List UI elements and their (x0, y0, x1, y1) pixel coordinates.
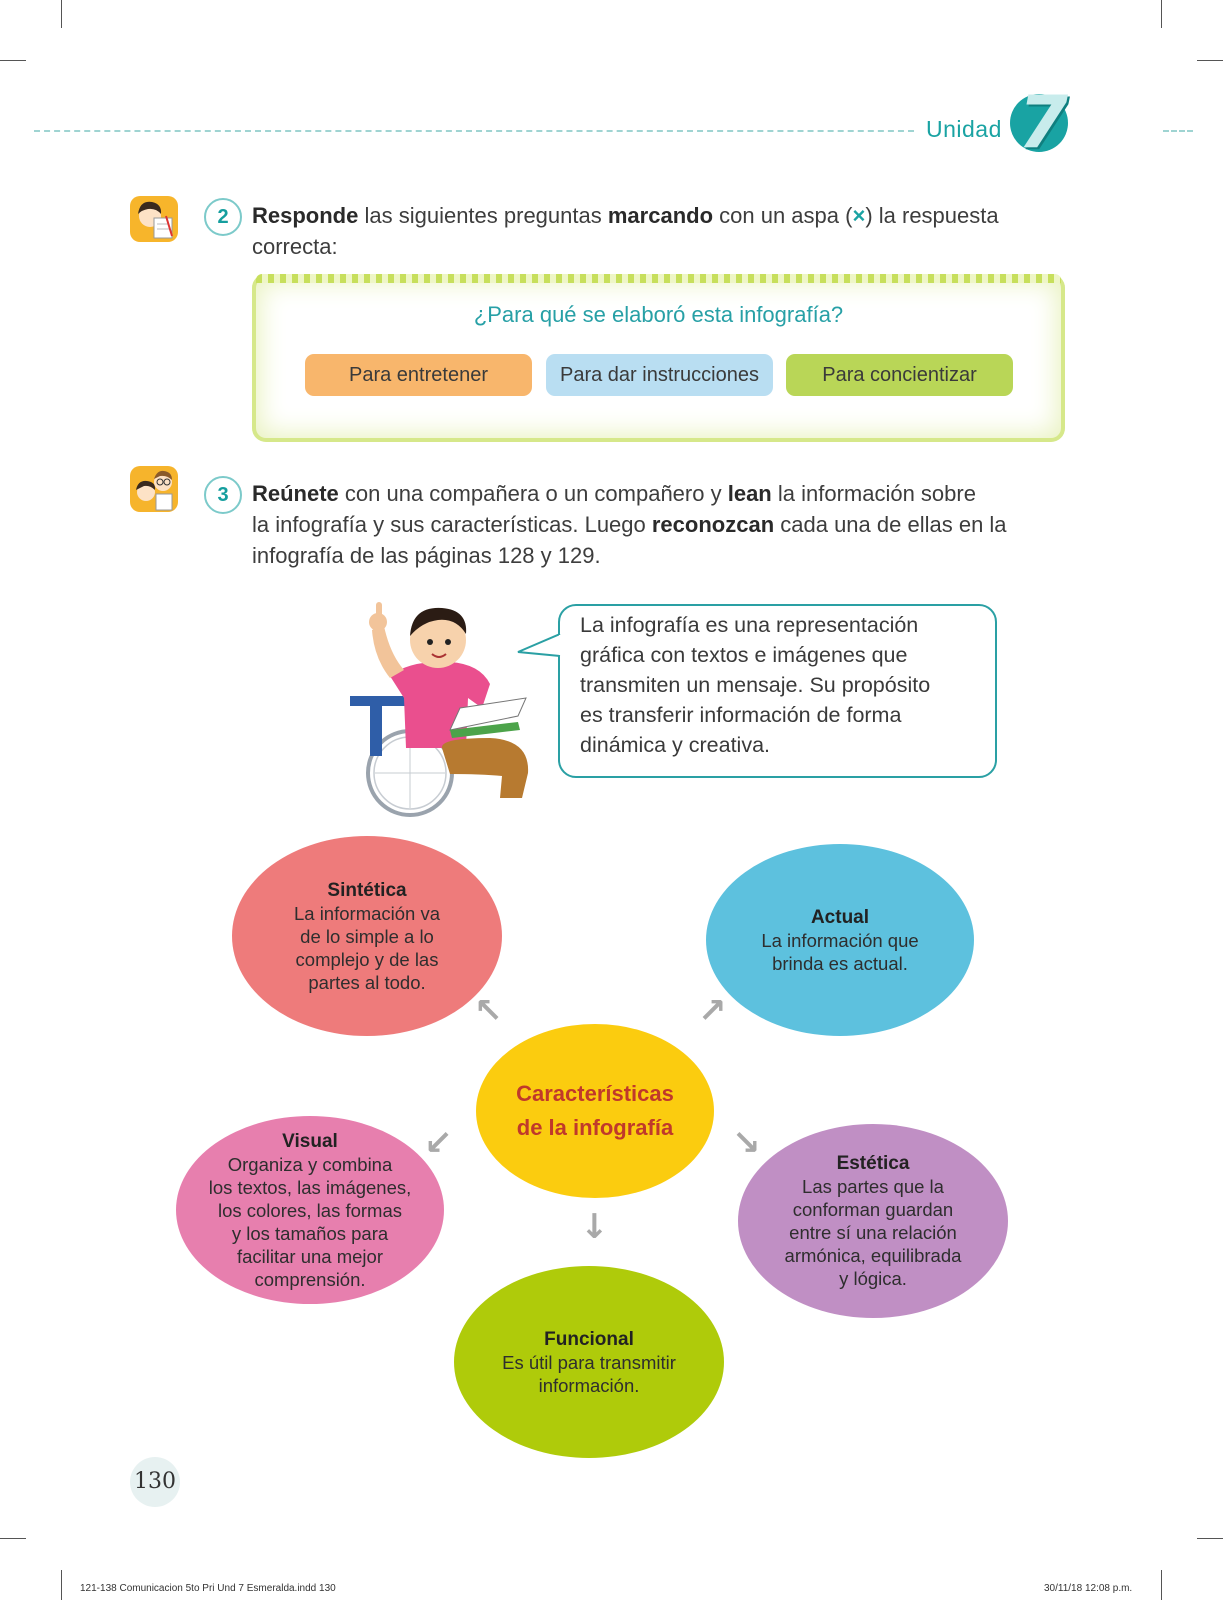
arrow-up-right-icon: ↗ (698, 991, 727, 1031)
option-concientizar[interactable]: Para concientizar (786, 354, 1013, 396)
option-entretener[interactable]: Para entretener (305, 354, 532, 396)
crop-mark (1161, 1570, 1162, 1600)
cross-mark-icon: × (852, 203, 866, 228)
crop-mark (1197, 1538, 1223, 1539)
activity-number: 3 (204, 476, 242, 514)
header-dashed-line (34, 130, 914, 132)
ellipse-caracteristicas: Características de la infografía (476, 1024, 714, 1198)
arrow-right-icon: ↘ (732, 1123, 761, 1163)
activity-number: 2 (204, 198, 242, 236)
arrow-down-icon: ↓ (580, 1207, 609, 1247)
footer-file-info: 121-138 Comunicacion 5to Pri Und 7 Esmer… (80, 1583, 336, 1594)
speech-bubble (558, 604, 997, 778)
ellipse-funcional: Funcional Es útil para transmitir inform… (454, 1266, 724, 1458)
arrow-up-left-icon: ↖ (474, 991, 503, 1031)
footer-timestamp: 30/11/18 12:08 p.m. (1044, 1583, 1133, 1594)
activity-2-instruction: Responde las siguientes preguntas marcan… (252, 203, 999, 259)
pair-work-icon (130, 466, 178, 512)
unit-number: 7 (1018, 80, 1069, 164)
ellipse-sintetica: Sintética La información va de lo simple… (232, 836, 502, 1036)
individual-work-icon (130, 196, 178, 242)
option-instrucciones[interactable]: Para dar instrucciones (546, 354, 773, 396)
ellipse-visual: Visual Organiza y combina los textos, la… (176, 1116, 444, 1304)
crop-mark (61, 0, 62, 28)
header-dashed-line (1163, 130, 1193, 132)
unit-badge (1010, 94, 1068, 152)
ellipse-estetica: Estética Las partes que la conforman gua… (738, 1124, 1008, 1318)
unit-label: Unidad (926, 116, 1002, 142)
question-title: ¿Para qué se elaboró esta infografía? (473, 302, 844, 327)
crop-mark (1161, 0, 1162, 28)
question-box-spiral (256, 274, 1061, 283)
page-number: 130 (130, 1457, 180, 1507)
crop-mark (1197, 60, 1223, 61)
arrow-left-icon: ↙ (424, 1123, 453, 1163)
bubble-text: La infografía es una representación gráf… (580, 613, 931, 757)
crop-mark (0, 1538, 26, 1539)
crop-mark (61, 1570, 62, 1600)
activity-3-instruction: Reúnete con una compañera o un compañero… (252, 481, 1007, 568)
speech-bubble-tail (517, 633, 562, 657)
ellipse-actual: Actual La información que brinda es actu… (706, 844, 974, 1036)
crop-mark (0, 60, 26, 61)
boy-wheelchair-illustration (350, 602, 529, 817)
